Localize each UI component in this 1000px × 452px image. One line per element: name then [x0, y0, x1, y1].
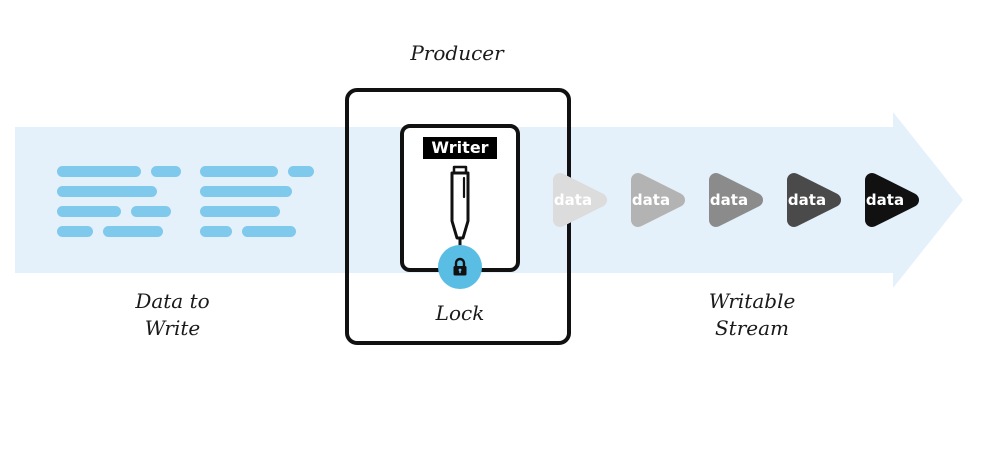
stream-chunk-label: data [554, 191, 592, 209]
stream-chunk-shape [553, 173, 607, 227]
data-dash [200, 186, 292, 197]
writable-stream-label: Writable Stream [677, 288, 827, 342]
data-dash [288, 166, 314, 177]
data-dash [151, 166, 181, 177]
data-to-write-line2: Write [144, 316, 201, 340]
lock-label: Lock [435, 301, 485, 325]
dash-cluster [200, 166, 314, 246]
dash-cluster [57, 166, 181, 246]
stream-chunk-label: data [866, 191, 904, 209]
data-dash [200, 226, 232, 237]
pen-icon [404, 161, 516, 261]
stream-chunk: data [553, 173, 607, 227]
stream-chunk-shape [709, 173, 763, 227]
lock-icon [438, 245, 482, 289]
stream-chunk-label: data [632, 191, 670, 209]
stream-chunk-shape [787, 173, 841, 227]
producer-label: Producer [410, 41, 504, 65]
stream-chunk: data [865, 173, 919, 227]
data-dash [242, 226, 296, 237]
writable-stream-line2: Stream [714, 316, 790, 340]
data-to-write-label: Data to Write [100, 288, 245, 342]
stream-chunk: data [787, 173, 841, 227]
stream-chunk: data [631, 173, 685, 227]
data-dash [57, 186, 157, 197]
data-dash [57, 226, 93, 237]
stream-chunk-label: data [788, 191, 826, 209]
data-dash [57, 206, 121, 217]
data-dash [200, 206, 280, 217]
data-dash [131, 206, 171, 217]
writer-box: Writer [400, 124, 520, 272]
stream-chunk: data [709, 173, 763, 227]
data-dash [57, 166, 141, 177]
writer-label: Writer [423, 137, 497, 159]
stream-chunk-shape [631, 173, 685, 227]
data-dash [200, 166, 278, 177]
stream-chunk-shape [865, 173, 919, 227]
writable-stream-line1: Writable [708, 289, 796, 313]
data-to-write-line1: Data to [135, 289, 210, 313]
data-dash [103, 226, 163, 237]
stream-chunk-label: data [710, 191, 748, 209]
